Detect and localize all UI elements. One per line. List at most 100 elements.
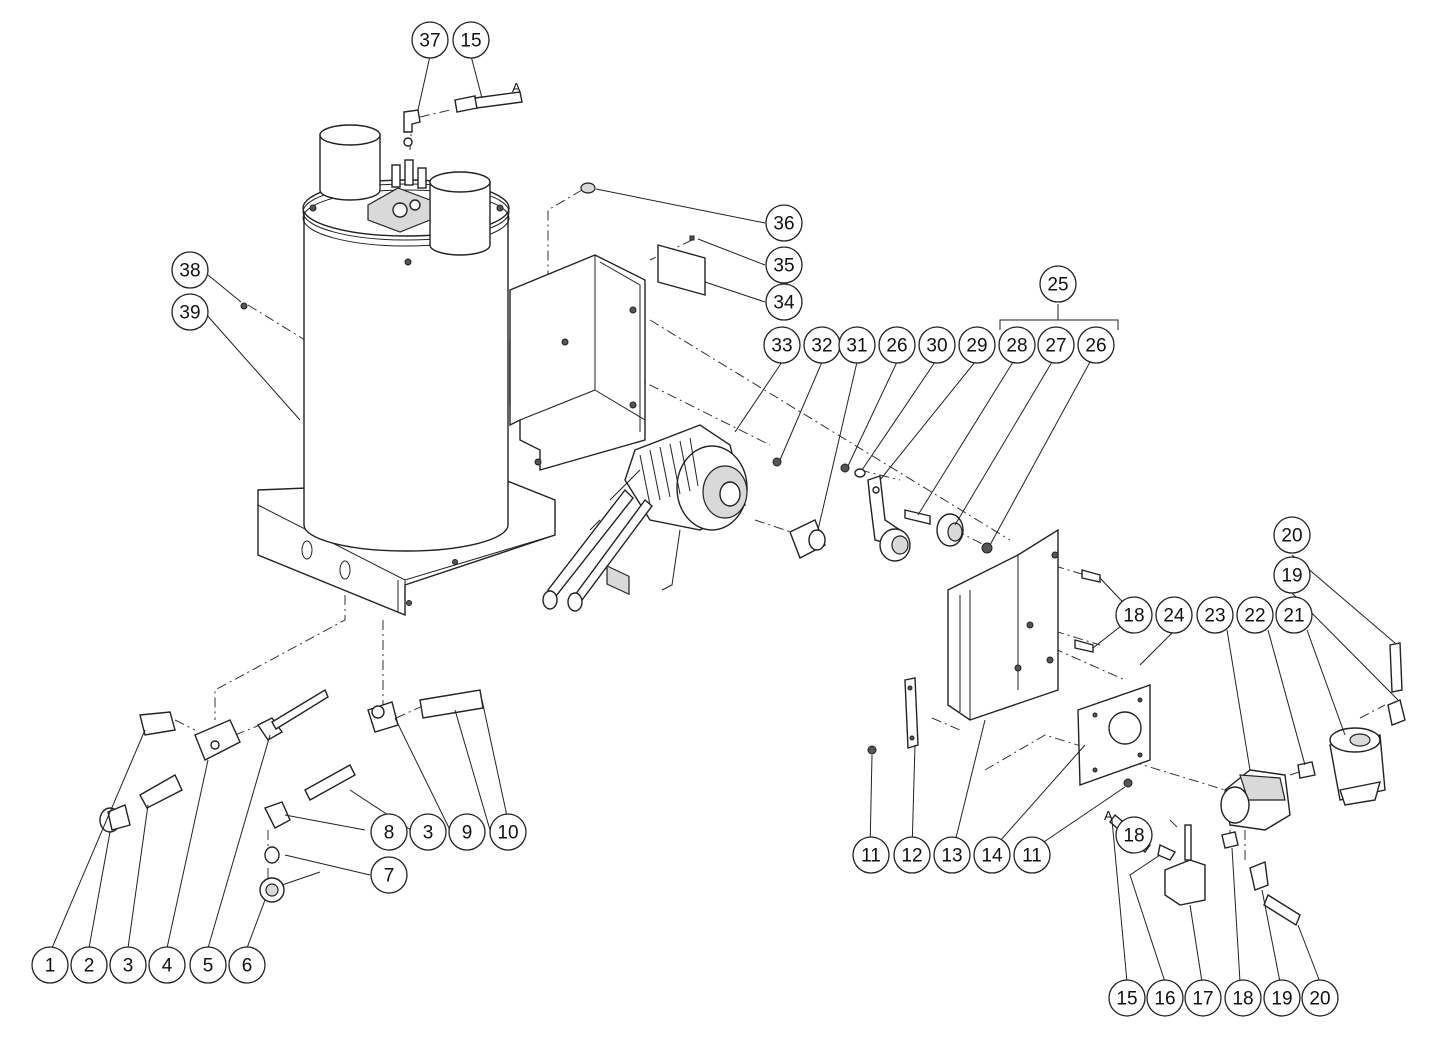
callout-35: 35 xyxy=(765,246,803,284)
callout-circle xyxy=(933,836,971,874)
callout-number: 31 xyxy=(846,336,867,357)
callout-12: 12 xyxy=(893,836,931,874)
callout-circle xyxy=(1155,596,1193,634)
callout-26: 26 xyxy=(878,326,916,364)
callout-circle xyxy=(998,326,1036,364)
callout-circle xyxy=(448,813,486,851)
callout-29: 29 xyxy=(958,326,996,364)
callout-number: 37 xyxy=(419,31,440,52)
callout-number: 36 xyxy=(773,214,794,235)
callout-circle xyxy=(852,836,890,874)
callout-17: 17 xyxy=(1184,979,1222,1017)
callout-circle xyxy=(70,946,108,984)
callout-22: 22 xyxy=(1236,596,1274,634)
callout-number: 19 xyxy=(1271,989,1292,1010)
callout-circle xyxy=(409,813,447,851)
callout-circle xyxy=(1263,979,1301,1017)
callout-circle xyxy=(109,946,147,984)
callout-26: 26 xyxy=(1077,326,1115,364)
callout-circle xyxy=(1037,326,1075,364)
callout-number: 24 xyxy=(1163,606,1185,627)
callout-number: 8 xyxy=(384,823,395,844)
callout-circle xyxy=(1108,979,1146,1017)
callout-number: 38 xyxy=(179,261,200,282)
callout-circle xyxy=(765,283,803,321)
callout-number: 20 xyxy=(1309,989,1330,1010)
callout-number: 11 xyxy=(1022,846,1042,867)
callout-9: 9 xyxy=(448,813,486,851)
callout-number: 29 xyxy=(966,336,987,357)
callout-30: 30 xyxy=(918,326,956,364)
callout-number: 13 xyxy=(941,846,962,867)
callout-number: 4 xyxy=(162,956,173,977)
callout-circle xyxy=(1115,596,1153,634)
callout-13: 13 xyxy=(933,836,971,874)
callout-number: 18 xyxy=(1123,606,1144,627)
callout-circle xyxy=(228,946,266,984)
callout-number: 19 xyxy=(1281,566,1302,587)
callout-number: 16 xyxy=(1154,989,1175,1010)
fan-pulley-group xyxy=(840,463,993,562)
callout-31: 31 xyxy=(838,326,876,364)
callout-circle xyxy=(838,326,876,364)
callout-circle xyxy=(370,856,408,894)
callout-circle xyxy=(489,813,527,851)
callout-18: 18 xyxy=(1224,979,1262,1017)
callout-6: 6 xyxy=(228,946,266,984)
callout-number: 25 xyxy=(1047,275,1068,296)
callout-7: 7 xyxy=(370,856,408,894)
callout-18: 18 xyxy=(1115,816,1153,854)
callout-37: 37 xyxy=(411,21,449,59)
callout-3: 3 xyxy=(409,813,447,851)
callout-number: 22 xyxy=(1244,606,1265,627)
callout-number: 23 xyxy=(1204,606,1225,627)
callout-number: 33 xyxy=(771,336,792,357)
callout-circle xyxy=(1039,265,1077,303)
callout-21: 21 xyxy=(1275,596,1313,634)
callout-24: 24 xyxy=(1155,596,1193,634)
callout-38: 38 xyxy=(171,251,209,289)
outlet-fittings xyxy=(99,688,484,903)
callout-number: 15 xyxy=(1116,989,1137,1010)
callout-19: 19 xyxy=(1263,979,1301,1017)
reference-letter-a-bottom: A xyxy=(1104,808,1113,823)
callout-number: 2 xyxy=(84,956,95,977)
callout-circle xyxy=(1115,816,1153,854)
fuel-pump-and-filter xyxy=(1220,642,1406,831)
callout-circle xyxy=(1236,596,1274,634)
callout-20: 20 xyxy=(1301,979,1339,1017)
callout-circle xyxy=(878,326,916,364)
callout-circle xyxy=(411,21,449,59)
reference-letter-a-top: A xyxy=(512,80,521,95)
callout-circle xyxy=(765,246,803,284)
callout-circle xyxy=(1184,979,1222,1017)
callout-circle xyxy=(1196,596,1234,634)
callout-number: 30 xyxy=(926,336,947,357)
callout-5: 5 xyxy=(189,946,227,984)
callout-circle xyxy=(958,326,996,364)
callout-circle xyxy=(189,946,227,984)
top-elbow-and-hose xyxy=(403,91,523,147)
callout-number: 10 xyxy=(497,823,518,844)
callout-18: 18 xyxy=(1115,596,1153,634)
callout-23: 23 xyxy=(1196,596,1234,634)
callout-circle xyxy=(171,251,209,289)
callout-14: 14 xyxy=(973,836,1011,874)
callout-circle xyxy=(1077,326,1115,364)
callout-11: 11 xyxy=(1013,836,1051,874)
callout-32: 32 xyxy=(803,326,841,364)
callout-number: 35 xyxy=(773,256,794,277)
callout-circle xyxy=(973,836,1011,874)
callout-20: 20 xyxy=(1273,516,1311,554)
callout-number: 5 xyxy=(203,956,214,977)
callout-15: 15 xyxy=(1108,979,1146,1017)
motor-mount-bracket xyxy=(240,182,706,596)
callout-number: 15 xyxy=(460,31,481,52)
callout-10: 10 xyxy=(489,813,527,851)
callout-16: 16 xyxy=(1146,979,1184,1017)
callout-number: 34 xyxy=(773,293,795,314)
callout-number: 32 xyxy=(811,336,832,357)
callout-number: 7 xyxy=(384,866,395,887)
